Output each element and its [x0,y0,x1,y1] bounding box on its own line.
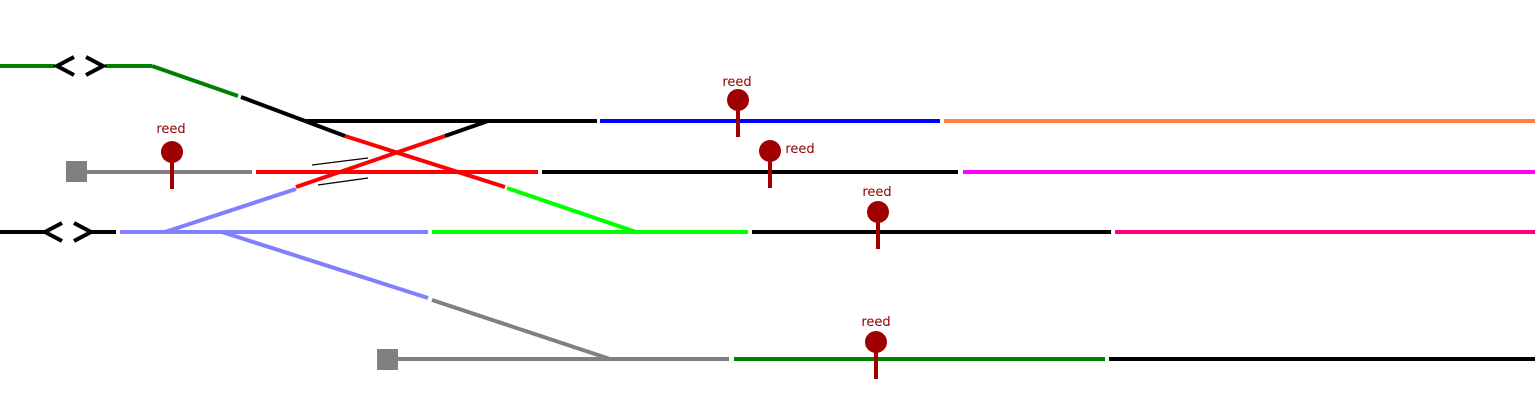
reed-label: reed [861,315,890,330]
track-row-1 [0,55,1535,123]
bidirectional-arrow-icon[interactable] [40,221,96,243]
reed-sensor-icon [759,140,781,162]
track-segment[interactable] [240,95,306,123]
track-segment[interactable] [221,230,429,300]
reed-sensor[interactable]: reed [862,185,892,249]
reed-label: reed [156,122,185,137]
track-segment[interactable] [506,186,637,234]
track-row-3 [0,186,1535,243]
reed-label: reed [862,185,891,200]
reed-sensor-icon [161,141,183,163]
reed-sensor[interactable]: reed [861,315,891,379]
reed-label: reed [722,75,751,90]
reed-sensor-icon [727,89,749,111]
reed-sensor-icon [867,201,889,223]
track-segment[interactable] [164,187,297,234]
reed-sensor[interactable]: reed [759,140,815,188]
buffer-stop-icon[interactable] [66,161,87,182]
crossover-switch[interactable] [295,119,506,189]
reed-sensor[interactable]: reed [156,122,186,189]
reed-sensor-icon [865,331,887,353]
reed-sensor[interactable]: reed [722,75,752,137]
track-segment[interactable] [431,298,611,361]
track-row-2 [66,161,1535,182]
buffer-stop-icon[interactable] [377,349,398,370]
bidirectional-arrow-icon[interactable] [52,55,108,77]
track-row-4 [221,230,1535,370]
track-segment[interactable] [151,64,239,98]
reed-label: reed [785,142,814,157]
